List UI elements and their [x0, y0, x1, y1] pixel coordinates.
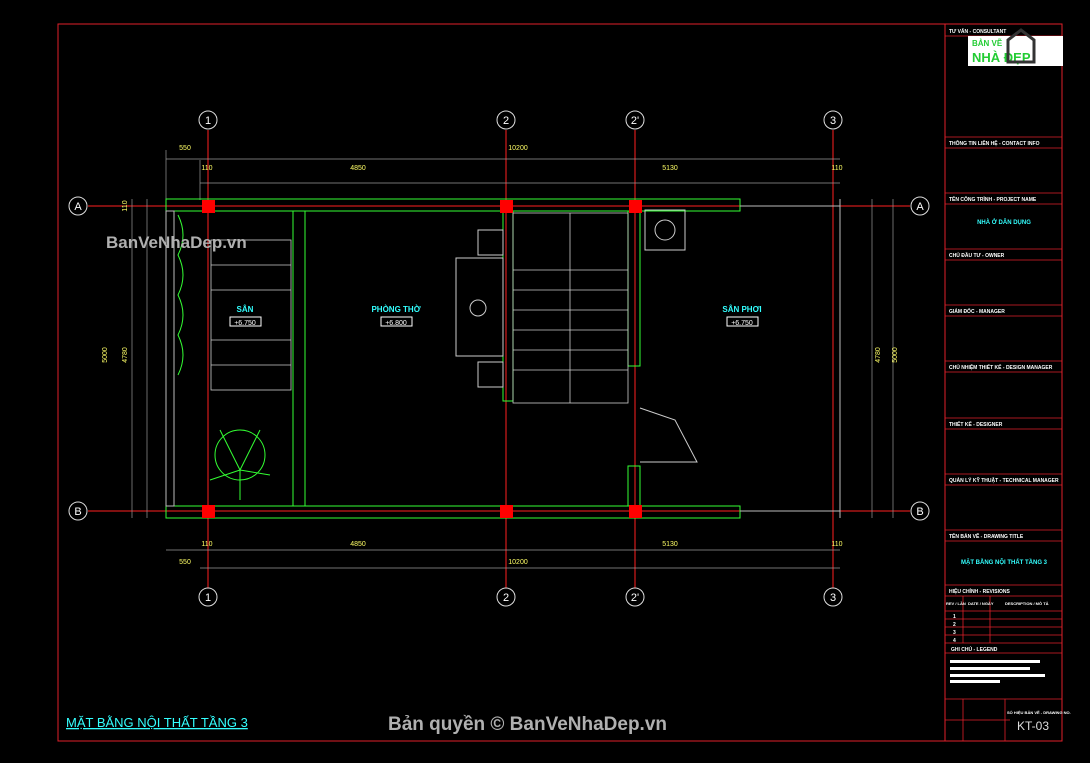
tb-legend-notes — [950, 660, 1045, 683]
tb-design-manager: CHỦ NHIỆM THIẾT KẾ - DESIGN MANAGER — [949, 363, 1053, 371]
sheet-frame — [57, 23, 1063, 742]
tb-rev-row-3: 3 — [953, 630, 956, 636]
watermark-left: BanVeNhaDep.vn — [106, 233, 247, 252]
dim-top-span1: 4850 — [350, 165, 366, 172]
room-level-phong-tho: +6.800 — [385, 320, 407, 327]
dim-right-inner: 4780 — [875, 347, 882, 363]
staircase — [210, 212, 629, 404]
tb-sheet-label: SỐ HIỆU BẢN VẼ - DRAWING NO. — [1007, 710, 1071, 715]
tb-contact: THÔNG TIN LIÊN HỆ - CONTACT INFO — [949, 139, 1040, 147]
axis-label-1: 1 — [205, 115, 211, 127]
dim-left-overall: 5000 — [102, 347, 109, 363]
axis-label-b-right: B — [916, 506, 923, 518]
title-block-lines — [945, 35, 1062, 741]
axis-label-a-right: A — [916, 201, 924, 213]
planter — [177, 214, 271, 500]
tb-project-name: NHÀ Ở DÂN DỤNG — [977, 219, 1031, 226]
tb-sheet-number: KT-03 — [1017, 719, 1049, 733]
tb-rev-header-desc: DESCRIPTION / MÔ TẢ — [1005, 601, 1049, 606]
tb-technical-manager: QUẢN LÝ KỸ THUẬT - TECHNICAL MANAGER — [949, 477, 1059, 484]
room-level-san-phoi: +6.750 — [731, 320, 753, 327]
columns — [202, 200, 642, 518]
axis-label-3: 3 — [830, 115, 836, 127]
tb-legend-label: GHI CHÚ - LEGEND — [951, 646, 998, 653]
axis-label-b: B — [74, 506, 81, 518]
tb-rev-row-1: 1 — [953, 614, 956, 620]
dim-right-overall: 5000 — [892, 347, 899, 363]
dimension-lines — [131, 150, 894, 569]
room-name-san: SÂN — [237, 305, 254, 314]
room-name-san-phoi: SÂN PHƠI — [722, 305, 761, 314]
logo: BẢN VẼ NHÀ ĐẸP — [968, 28, 1063, 66]
dim-top-overall: 10200 — [508, 145, 528, 152]
tb-owner: CHỦ ĐẦU TƯ - OWNER — [949, 252, 1005, 259]
tb-drawing-title: MẶT BẰNG NỘI THẤT TẦNG 3 — [961, 558, 1048, 566]
altar-furniture — [455, 209, 698, 463]
axis-label-1-bottom: 1 — [205, 592, 211, 604]
tb-drawing-title-label: TÊN BẢN VẼ - DRAWING TITLE — [949, 532, 1024, 540]
axis-label-2p-bottom: 2' — [631, 592, 639, 604]
dim-bottom-overall: 10200 — [508, 559, 528, 566]
axis-label-2: 2 — [503, 115, 509, 127]
axis-label-3-bottom: 3 — [830, 592, 836, 604]
dim-bottom-wall-left: 110 — [201, 541, 212, 548]
dim-top-wall-right: 110 — [831, 165, 842, 172]
drawing-title: MẶT BẰNG NỘI THẤT TẦNG 3 — [66, 715, 248, 730]
tb-revision-label: HIỆU CHỈNH - REVISIONS — [949, 587, 1011, 595]
tb-manager: GIÁM ĐỐC - MANAGER — [949, 308, 1005, 315]
dim-top-span2: 5130 — [662, 165, 678, 172]
dim-bottom-offset: 550 — [179, 559, 191, 566]
grid-bubbles — [68, 110, 930, 607]
logo-line1: BẢN VẼ — [972, 39, 1003, 48]
tb-rev-row-2: 2 — [953, 622, 956, 628]
axis-label-a: A — [74, 201, 82, 213]
dim-top-offset: 550 — [179, 145, 191, 152]
room-name-phong-tho: PHÒNG THỜ — [371, 305, 420, 314]
dim-left-wall: 110 — [122, 200, 129, 211]
axis-label-2p: 2' — [631, 115, 639, 127]
axis-label-2-bottom: 2 — [503, 592, 509, 604]
tb-rev-header-rev: REV / LẦN — [946, 601, 966, 606]
dim-bottom-span2: 5130 — [662, 541, 678, 548]
tb-rev-header-date: DATE / NGÀY — [968, 601, 994, 606]
tb-consultant: TƯ VẤN - CONSULTANT — [949, 28, 1006, 35]
house-icon — [1006, 28, 1036, 64]
dim-bottom-span1: 4850 — [350, 541, 366, 548]
tb-designer: THIẾT KẾ - DESIGNER — [949, 421, 1003, 428]
dim-bottom-wall-right: 110 — [831, 541, 842, 548]
dim-top-wall-left: 110 — [201, 165, 212, 172]
tb-project-label: TÊN CÔNG TRÌNH - PROJECT NAME — [949, 195, 1037, 203]
watermark-copyright: Bản quyền © BanVeNhaDep.vn — [388, 714, 667, 735]
room-level-san: +6.750 — [234, 320, 256, 327]
tb-rev-row-4: 4 — [953, 638, 956, 644]
dim-left-inner: 4780 — [122, 347, 129, 363]
